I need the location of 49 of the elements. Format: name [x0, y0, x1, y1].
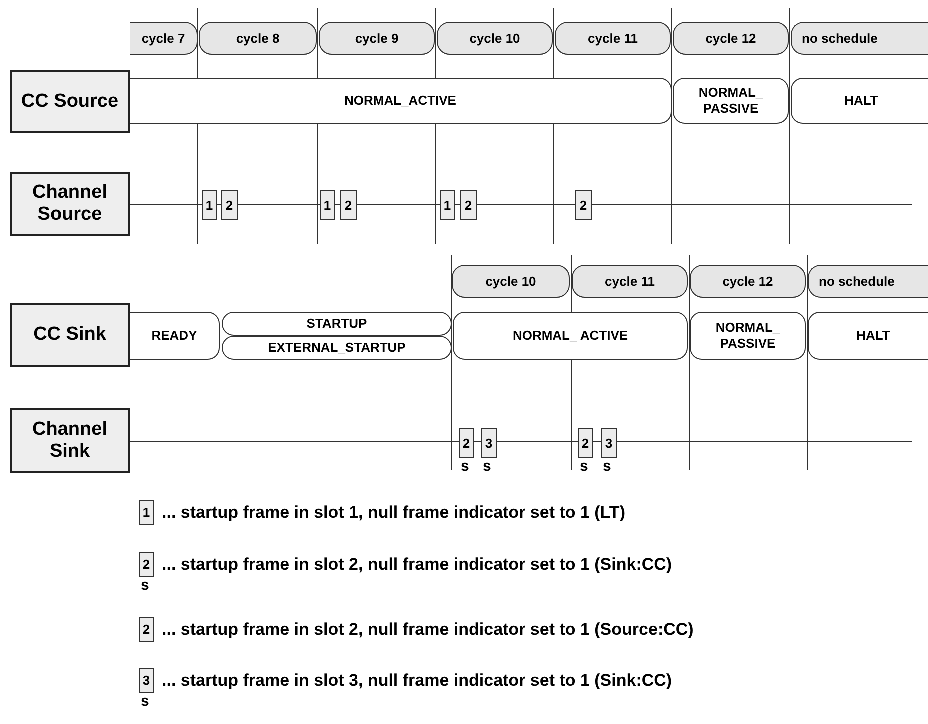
state-label: EXTERNAL_STARTUP: [222, 336, 452, 360]
state-label: NORMAL_ PASSIVE: [673, 78, 789, 124]
frame-box: 1: [202, 190, 217, 220]
frame-box: 2: [578, 428, 593, 458]
frame-subscript: s: [461, 459, 470, 475]
state-label: NORMAL_ACTIVE: [130, 78, 672, 124]
cycle-label: cycle 9: [319, 22, 435, 55]
state-label: NORMAL_ ACTIVE: [453, 312, 688, 360]
cycle-label: cycle 7: [130, 22, 198, 55]
frame-box: 3: [481, 428, 497, 458]
state-label: HALT: [808, 312, 928, 360]
cycle-label: cycle 8: [199, 22, 317, 55]
frame-box: 2: [340, 190, 357, 220]
frame-box: 3: [139, 668, 154, 693]
frame-box: 1: [139, 500, 154, 525]
signal-label: Channel Sink: [10, 408, 130, 473]
frame-box: 1: [440, 190, 455, 220]
state-label: STARTUP: [222, 312, 452, 336]
frame-box: 2: [459, 428, 474, 458]
state-label: HALT: [791, 78, 928, 124]
state-label: NORMAL_ PASSIVE: [690, 312, 806, 360]
frame-box: 2: [139, 617, 154, 642]
cycle-label: no schedule: [791, 22, 928, 55]
cycle-label: cycle 12: [690, 265, 806, 298]
signal-label: Channel Source: [10, 172, 130, 236]
legend-description: ... startup frame in slot 2, null frame indicator set to 1 (Source:CC): [162, 620, 694, 640]
legend-description: ... startup frame in slot 3, null frame indicator set to 1 (Sink:CC): [162, 671, 672, 691]
cycle-label: no schedule: [808, 265, 928, 298]
cycle-label: cycle 11: [572, 265, 688, 298]
signal-label: CC Source: [10, 70, 130, 133]
frame-box: 1: [320, 190, 335, 220]
frame-subscript: s: [603, 459, 612, 475]
frame-box: 2: [221, 190, 238, 220]
frame-box: 3: [601, 428, 617, 458]
cycle-label: cycle 10: [452, 265, 570, 298]
legend-description: ... startup frame in slot 1, null frame indicator set to 1 (LT): [162, 503, 626, 523]
frame-subscript: s: [483, 459, 492, 475]
legend-description: ... startup frame in slot 2, null frame indicator set to 1 (Sink:CC): [162, 555, 672, 575]
state-label: READY: [130, 312, 220, 360]
frame-subscript: s: [580, 459, 588, 475]
cycle-label: cycle 11: [555, 22, 671, 55]
frame-box: 2: [460, 190, 477, 220]
frame-subscript: s: [141, 694, 150, 710]
frame-subscript: s: [141, 578, 150, 594]
cycle-label: cycle 12: [673, 22, 789, 55]
frame-box: 2: [139, 552, 154, 577]
cycle-label: cycle 10: [437, 22, 553, 55]
frame-box: 2: [575, 190, 592, 220]
signal-label: CC Sink: [10, 303, 130, 367]
